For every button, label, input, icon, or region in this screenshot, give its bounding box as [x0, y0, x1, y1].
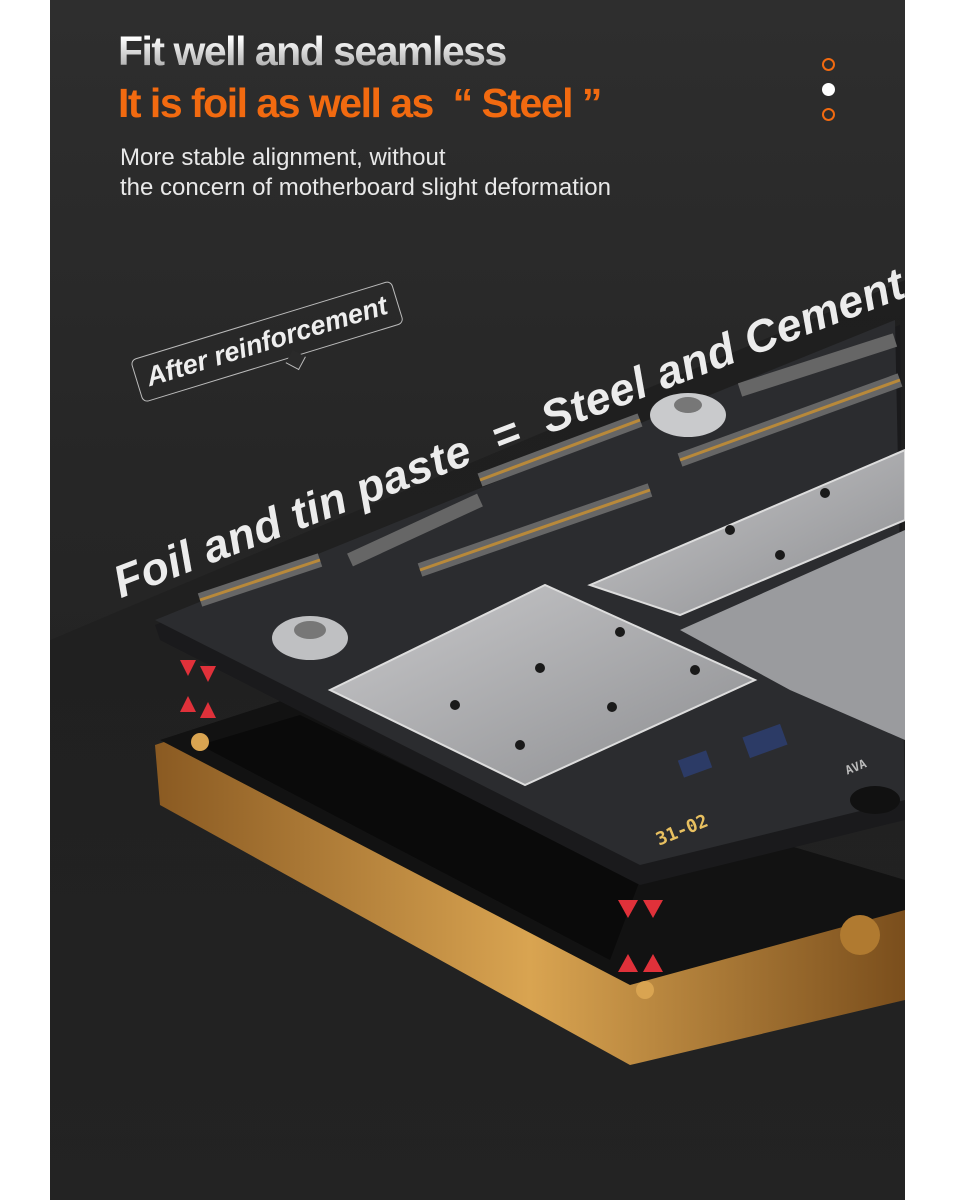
description: More stable alignment, without the conce… — [120, 143, 611, 203]
description-line: More stable alignment, without — [120, 144, 446, 171]
pager-dot-active[interactable] — [822, 83, 835, 96]
headline: Fit well and seamless — [118, 28, 507, 74]
stencil-board-illustration — [50, 280, 905, 1200]
product-banner: Fit well and seamless It is foil as well… — [50, 0, 905, 1200]
motherboard — [155, 320, 905, 885]
pager-dot[interactable] — [822, 58, 835, 71]
description-line: the concern of motherboard slight deform… — [120, 174, 611, 201]
subheadline: It is foil as well as “ Steel ” — [118, 80, 602, 126]
gold-base-plate — [155, 698, 905, 1065]
carousel-pager — [822, 58, 836, 133]
pager-dot[interactable] — [822, 108, 835, 121]
pressure-arrows — [180, 660, 663, 972]
